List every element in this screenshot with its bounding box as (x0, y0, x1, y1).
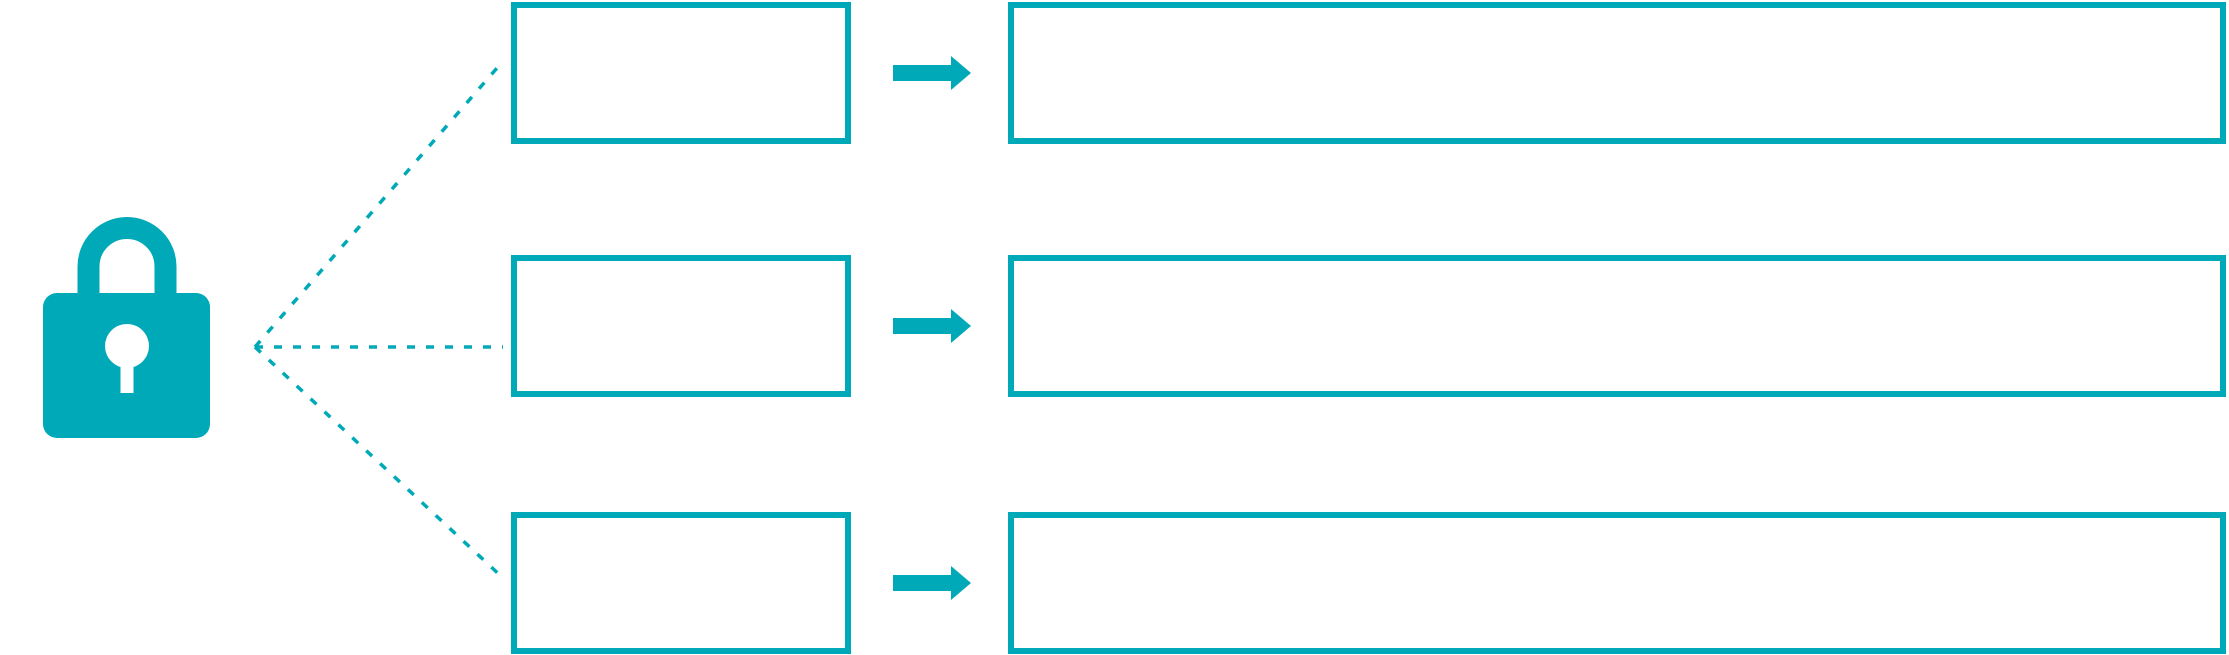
flow-row-2 (0, 255, 2229, 397)
target-box-2 (1008, 255, 2226, 397)
flow-row-3 (0, 512, 2229, 654)
source-box-3 (511, 512, 851, 654)
arrow-right-icon (893, 566, 971, 600)
arrow-right-icon (893, 309, 971, 343)
arrow-right-icon (893, 56, 971, 90)
source-box-1 (511, 2, 851, 144)
source-box-2 (511, 255, 851, 397)
target-box-3 (1008, 512, 2226, 654)
lock-icon (43, 217, 210, 438)
target-box-1 (1008, 2, 2226, 144)
flow-row-1 (0, 2, 2229, 144)
